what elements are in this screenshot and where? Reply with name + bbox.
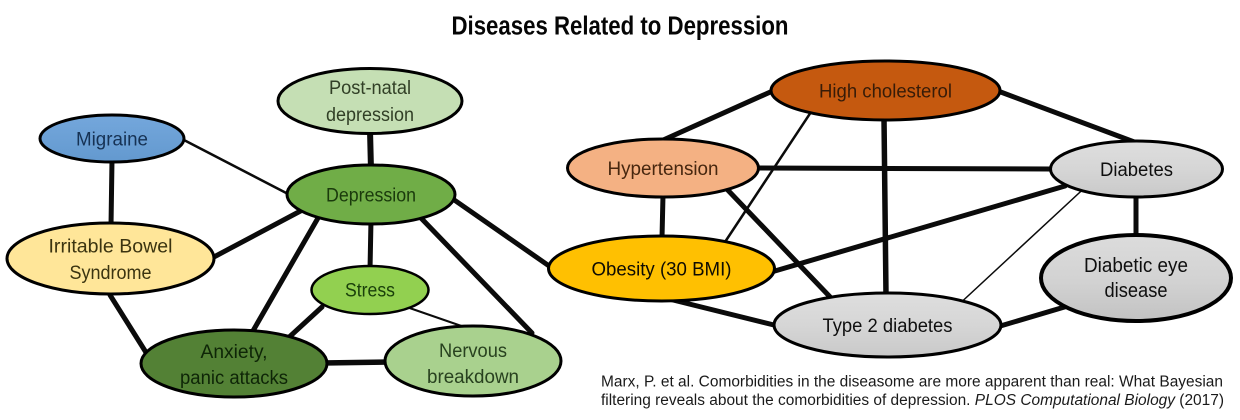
svg-text:Stress: Stress [345,281,395,302]
svg-text:Obesity (30 BMI): Obesity (30 BMI) [592,260,732,281]
svg-text:Syndrome: Syndrome [70,263,152,284]
svg-text:depression: depression [326,105,414,126]
svg-text:Anxiety,: Anxiety, [201,342,268,363]
svg-text:Post-natal: Post-natal [329,78,411,99]
svg-text:panic attacks: panic attacks [180,368,288,389]
svg-text:High cholesterol: High cholesterol [819,82,952,103]
svg-text:Depression: Depression [326,186,416,207]
svg-text:breakdown: breakdown [427,367,519,388]
svg-text:Diseases Related to Depression: Diseases Related to Depression [452,13,789,41]
svg-text:Marx, P. et al. Comorbidities: Marx, P. et al. Comorbidities in the dis… [601,374,1223,391]
svg-text:Nervous: Nervous [439,341,507,362]
svg-text:Type 2 diabetes: Type 2 diabetes [823,316,953,337]
svg-text:Migraine: Migraine [76,130,148,151]
svg-text:filtering reveals about the co: filtering reveals about the comorbiditie… [601,392,1224,409]
svg-text:Diabetes: Diabetes [1100,160,1173,181]
svg-text:Irritable Bowel: Irritable Bowel [49,237,173,258]
svg-text:disease: disease [1105,280,1168,302]
svg-text:Diabetic eye: Diabetic eye [1084,255,1188,277]
svg-text:Hypertension: Hypertension [608,159,719,180]
